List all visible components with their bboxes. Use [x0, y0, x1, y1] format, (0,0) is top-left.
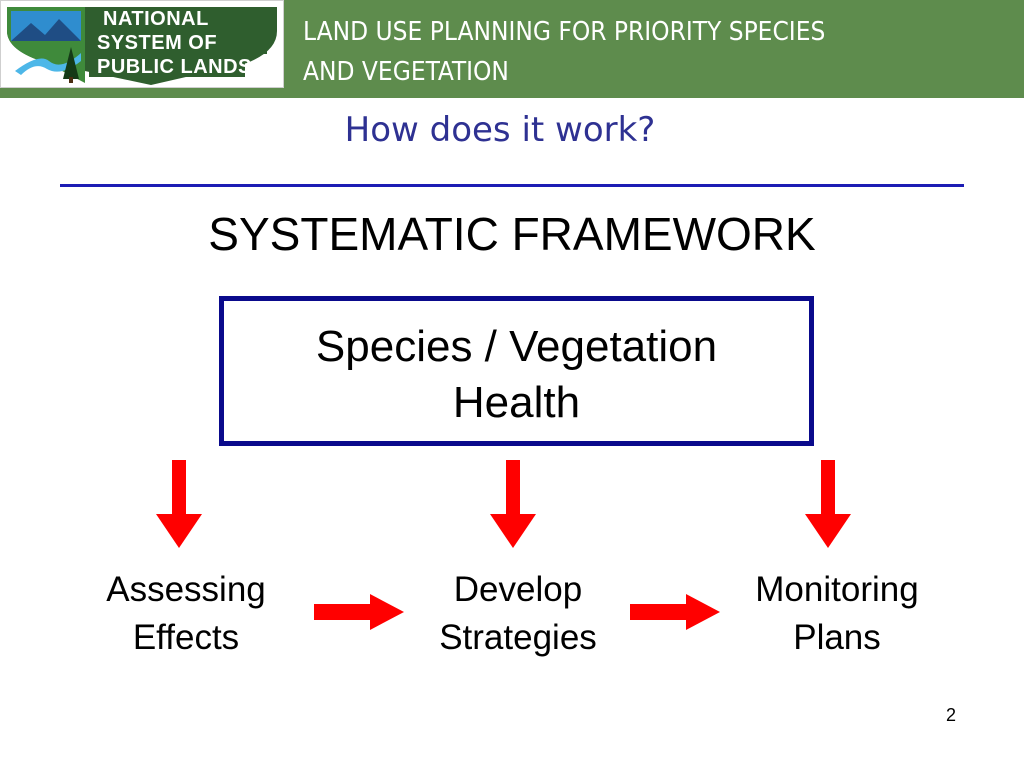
header-title-line-1: LAND USE PLANNING FOR PRIORITY SPECIES — [303, 17, 826, 47]
down-arrow-icon — [805, 460, 851, 548]
logo-word-system-of: SYSTEM OF — [97, 32, 218, 54]
right-arrow-icon — [314, 594, 404, 630]
down-arrow-icon — [156, 460, 202, 548]
species-vegetation-health-box: Species / Vegetation Health — [219, 296, 814, 446]
health-box-line-2: Health — [452, 378, 581, 427]
header-title-line-2: AND VEGETATION — [303, 57, 509, 87]
logo-word-national: NATIONAL — [103, 8, 209, 30]
step-line-2: Strategies — [439, 618, 597, 657]
logo: NATIONAL SYSTEM OF PUBLIC LANDS — [0, 0, 284, 88]
step-line-1: Monitoring — [755, 570, 919, 609]
slide-title: SYSTEMATIC FRAMEWORK — [208, 208, 816, 260]
health-box-text: Species / Vegetation Health — [224, 319, 809, 431]
step-line-1: Develop — [453, 570, 583, 609]
divider-rule — [60, 184, 964, 187]
step-develop-strategies: Develop Strategies — [398, 566, 638, 662]
step-monitoring-plans: Monitoring Plans — [717, 566, 957, 662]
step-line-1: Assessing — [106, 570, 266, 609]
logo-graphic — [7, 7, 277, 85]
page-number: 2 — [946, 705, 957, 725]
health-box-line-1: Species / Vegetation — [315, 322, 718, 371]
right-arrow-icon — [630, 594, 720, 630]
step-line-2: Effects — [132, 618, 240, 657]
header-title: LAND USE PLANNING FOR PRIORITY SPECIES A… — [303, 12, 1013, 92]
down-arrow-icon — [490, 460, 536, 548]
step-line-2: Plans — [793, 618, 881, 657]
step-assessing-effects: Assessing Effects — [66, 566, 306, 662]
logo-word-public-lands: PUBLIC LANDS — [97, 56, 252, 78]
slide-subtitle: How does it work? — [344, 110, 656, 150]
